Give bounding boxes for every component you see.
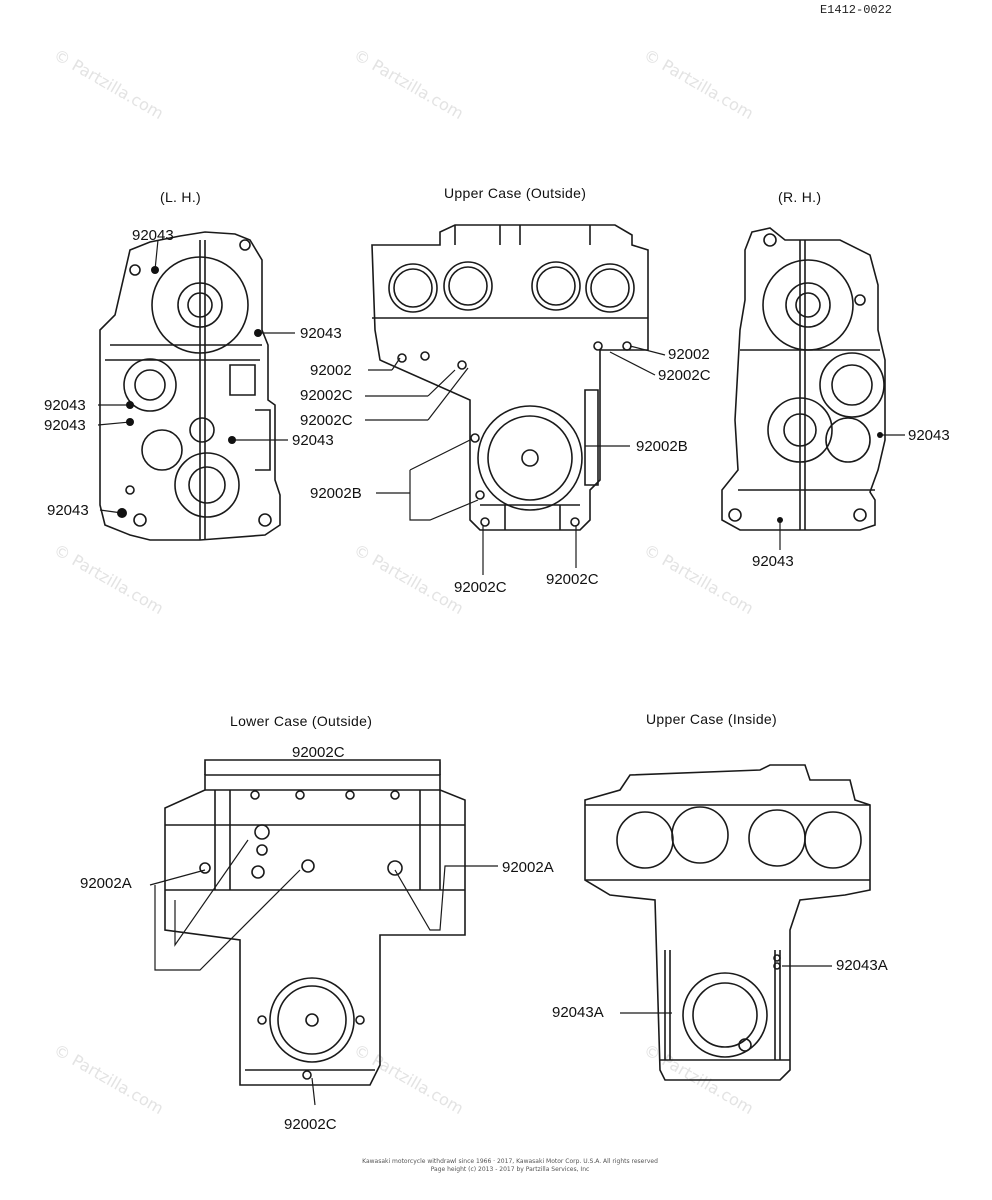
callout-lh-1: 92043: [132, 227, 174, 244]
callout-upper-out-1: 92002: [310, 362, 352, 379]
upper-in-case-drawing: [584, 764, 871, 1081]
callout-lh-4: 92043: [44, 417, 86, 434]
callout-upper-out-6: 92002C: [454, 579, 507, 596]
callout-upper-out-5: 92002B: [636, 438, 688, 455]
callout-upper-out-3: 92002C: [300, 412, 353, 429]
callout-rh-1: 92043: [908, 427, 950, 444]
view-title-upper-outside: Upper Case (Outside): [444, 185, 587, 201]
callout-upper-in-1: 92043A: [836, 957, 888, 974]
callout-lower-out-2: 92002A: [80, 875, 132, 892]
callout-lower-out-4: 92002C: [284, 1116, 337, 1133]
footer-line-2: Page height (c) 2013 - 2017 by Partzilla…: [430, 1165, 590, 1173]
lh-case-drawing: [99, 231, 281, 541]
view-title-lh: (L. H.): [160, 189, 201, 205]
document-code: E1412-0022: [819, 3, 892, 17]
callout-upper-out-7: 92002C: [546, 571, 599, 588]
callout-upper-out-9: 92002C: [658, 367, 711, 384]
callout-lower-out-3: 92002A: [502, 859, 554, 876]
view-title-upper-inside: Upper Case (Inside): [646, 711, 777, 727]
callout-lh-2: 92043: [300, 325, 342, 342]
callout-rh-2: 92043: [752, 553, 794, 570]
rh-case-drawing: [721, 227, 886, 531]
callout-upper-out-4: 92002B: [310, 485, 362, 502]
callout-lower-out-1: 92002C: [292, 744, 345, 761]
lower-out-case-drawing: [164, 759, 466, 1086]
callout-lh-6: 92043: [47, 502, 89, 519]
footer-line-1: Kawasaki motorcycle withdrawl since 1966…: [362, 1158, 658, 1165]
view-title-rh: (R. H.): [778, 189, 822, 205]
callout-upper-in-2: 92043A: [552, 1004, 604, 1021]
view-title-lower-outside: Lower Case (Outside): [230, 713, 373, 729]
upper-out-case-drawing: [371, 224, 649, 531]
copyright-footer: Kawasaki motorcycle withdrawl since 1966…: [300, 1158, 720, 1174]
callout-lh-3: 92043: [44, 397, 86, 414]
callout-upper-out-8: 92002: [668, 346, 710, 363]
callout-lh-5: 92043: [292, 432, 334, 449]
callout-upper-out-2: 92002C: [300, 387, 353, 404]
